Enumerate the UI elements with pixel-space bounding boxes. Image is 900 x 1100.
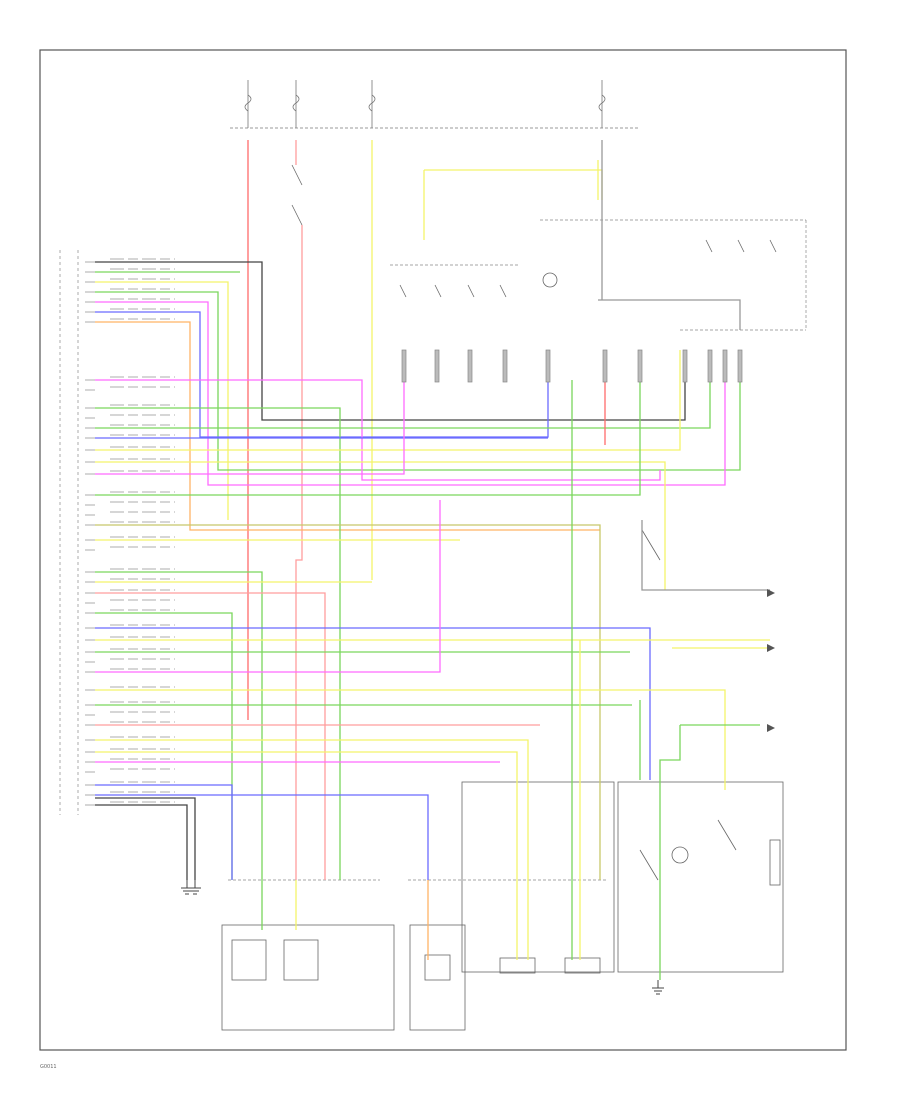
wire-blue <box>95 784 233 880</box>
wire-orange <box>95 321 600 531</box>
connector-terminal <box>602 349 608 383</box>
connector-terminal <box>722 349 728 383</box>
connector-block-right <box>769 839 781 886</box>
wire-yellow <box>95 461 666 590</box>
wire-yellow <box>424 169 603 200</box>
solenoid-inner-1 <box>231 939 267 981</box>
wire-green <box>95 571 263 880</box>
ground-symbols <box>181 880 664 995</box>
solenoid-valve-box <box>221 924 395 1031</box>
wire-pink <box>95 592 326 880</box>
connector-terminal <box>707 349 713 383</box>
wire-green <box>95 612 233 880</box>
wire-green <box>95 407 341 880</box>
output-arrows <box>767 589 775 732</box>
wire-green <box>95 350 641 496</box>
connector-terminal <box>545 349 551 383</box>
component-boxes <box>221 272 784 1031</box>
wire-yellow <box>95 751 518 960</box>
wire-yellow <box>95 739 529 960</box>
speed-sensor-element <box>424 954 451 981</box>
wire-gray <box>598 299 741 330</box>
wire-magenta <box>95 379 661 481</box>
fuse-row <box>230 80 640 129</box>
diagram-frame <box>39 49 847 1051</box>
wire-blue <box>95 794 429 880</box>
solenoid-inner-2 <box>283 939 319 981</box>
speed-sensor-box <box>461 781 615 973</box>
wire-green <box>659 725 681 980</box>
wire-blue <box>95 627 651 780</box>
vehicle-speed-sensor <box>499 957 536 974</box>
wire-black <box>95 804 188 880</box>
wire-yellow <box>95 689 726 790</box>
connector-terminal <box>401 349 407 383</box>
diagram-code: G0011 <box>40 1064 57 1070</box>
connector-terminal <box>434 349 440 383</box>
wire-gray <box>641 520 770 591</box>
wire-blue <box>95 311 549 438</box>
wire-yellow <box>95 350 681 451</box>
input-speed-sensor <box>564 957 601 974</box>
wire-green <box>95 291 741 471</box>
connector-terminal <box>737 349 743 383</box>
terminal-ticks <box>85 258 743 806</box>
selector-switch-box <box>617 781 784 973</box>
connector-terminal <box>502 349 508 383</box>
indicator-lamp-icon <box>542 272 558 288</box>
wire-black <box>95 797 196 880</box>
transmission-control-module-box <box>59 250 79 815</box>
wire-magenta <box>95 500 441 673</box>
wire-harness <box>95 140 770 980</box>
wire-black <box>95 261 686 421</box>
connector-terminal <box>637 349 643 383</box>
wire-magenta <box>95 350 405 475</box>
wire-magenta <box>95 301 726 486</box>
wire-olive <box>95 524 601 880</box>
connector-terminal <box>682 349 688 383</box>
motor-icon <box>671 846 689 864</box>
switch-symbols <box>291 164 777 881</box>
wire-pink <box>295 140 303 880</box>
bottom-connector-rows <box>228 219 807 881</box>
pressure-sensor-box <box>409 924 466 1031</box>
wire-yellow <box>95 281 229 520</box>
connector-terminal <box>467 349 473 383</box>
